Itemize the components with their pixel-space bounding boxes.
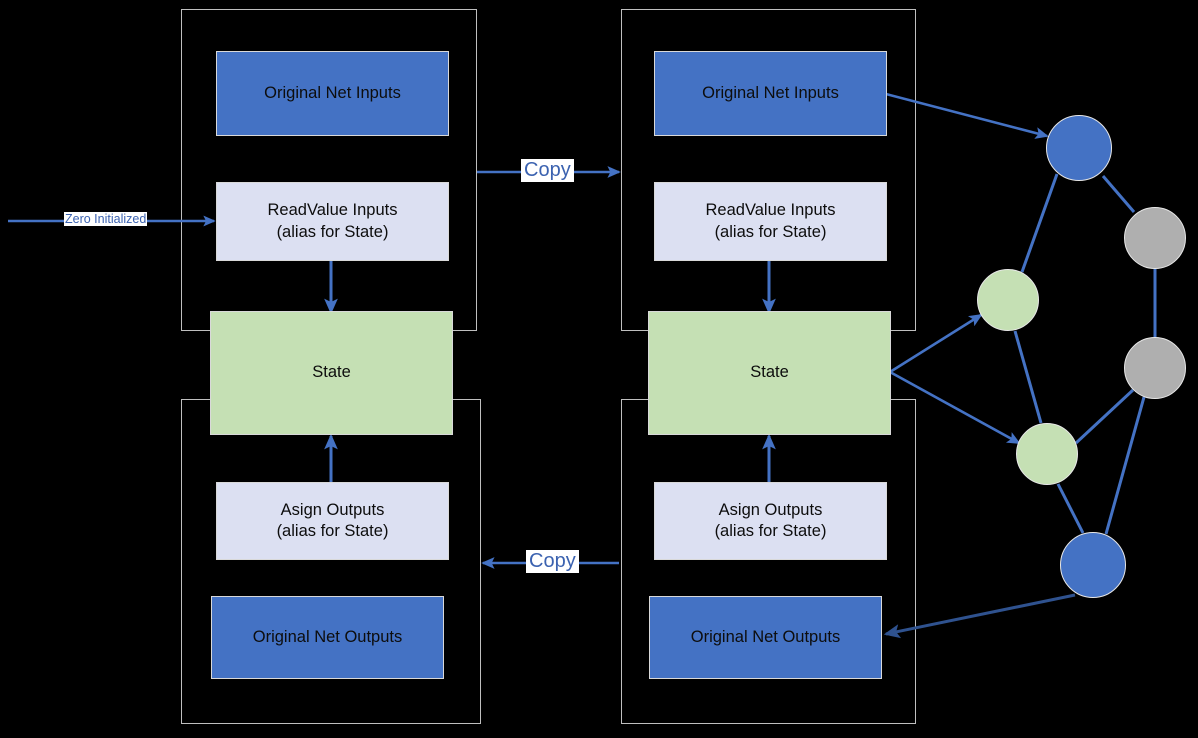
left-readvalue-inputs[interactable]: ReadValue Inputs (alias for State) bbox=[216, 182, 449, 261]
graph-node-blue-top[interactable] bbox=[1046, 115, 1112, 181]
left-asign-outputs[interactable]: Asign Outputs (alias for State) bbox=[216, 482, 449, 560]
right-asign-outputs[interactable]: Asign Outputs (alias for State) bbox=[654, 482, 887, 560]
right-readvalue-inputs[interactable]: ReadValue Inputs (alias for State) bbox=[654, 182, 887, 261]
graph-node-green-upper[interactable] bbox=[977, 269, 1039, 331]
left-original-net-outputs[interactable]: Original Net Outputs bbox=[211, 596, 444, 679]
right-original-net-outputs[interactable]: Original Net Outputs bbox=[649, 596, 882, 679]
graph-node-green-lower[interactable] bbox=[1016, 423, 1078, 485]
graph-node-gray-lower[interactable] bbox=[1124, 337, 1186, 399]
copy-forward-label: Copy bbox=[521, 159, 574, 182]
left-original-net-inputs[interactable]: Original Net Inputs bbox=[216, 51, 449, 136]
graph-node-gray-upper[interactable] bbox=[1124, 207, 1186, 269]
right-original-net-inputs[interactable]: Original Net Inputs bbox=[654, 51, 887, 136]
right-state[interactable]: State bbox=[648, 311, 891, 435]
graph-node-blue-bottom[interactable] bbox=[1060, 532, 1126, 598]
copy-backward-label: Copy bbox=[526, 550, 579, 573]
left-state[interactable]: State bbox=[210, 311, 453, 435]
zero-initialized-label: Zero Initialized bbox=[64, 212, 148, 227]
